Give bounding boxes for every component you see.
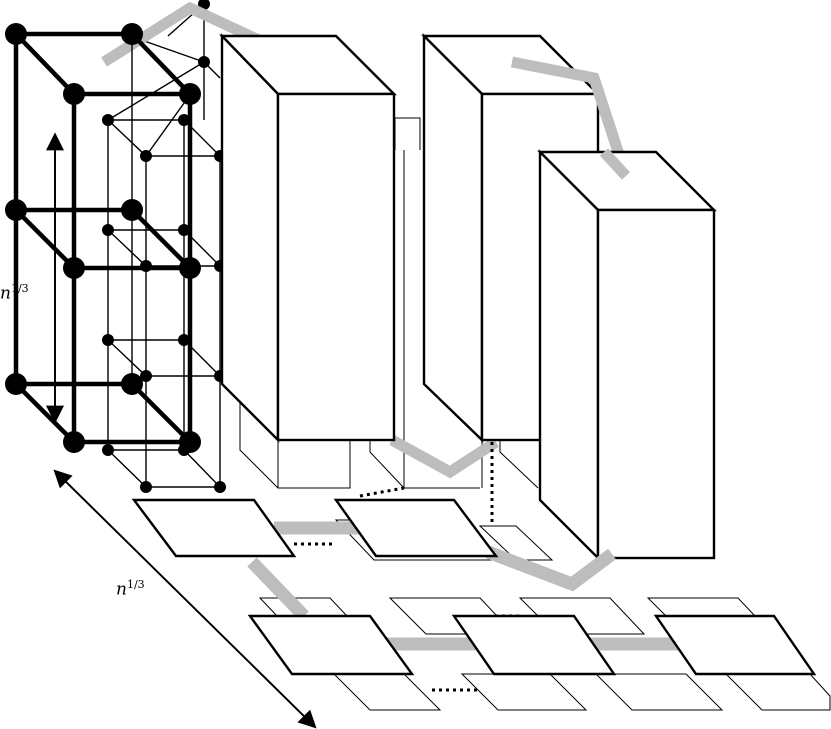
front-lattice <box>10 31 196 445</box>
vertical-label-exponent: 1/3 <box>10 282 29 295</box>
diagonal-label-base: n <box>116 579 127 600</box>
back-lattice-nodes <box>102 0 226 493</box>
grey-path-top-right <box>510 56 632 178</box>
diagonal-arrow <box>53 469 317 729</box>
diagonal-label-exponent: 1/3 <box>126 578 145 591</box>
tall-box-3 <box>537 149 717 561</box>
vertical-label-base: n <box>0 283 11 304</box>
grey-path-top-right-front <box>599 148 631 180</box>
diagonal-dimension-label: n1/3 <box>116 578 145 600</box>
tall-box-1 <box>219 33 397 443</box>
bold-tiles <box>131 498 817 676</box>
vertical-dimension-label: n1/3 <box>0 282 29 304</box>
front-lattice-nodes <box>5 23 201 453</box>
